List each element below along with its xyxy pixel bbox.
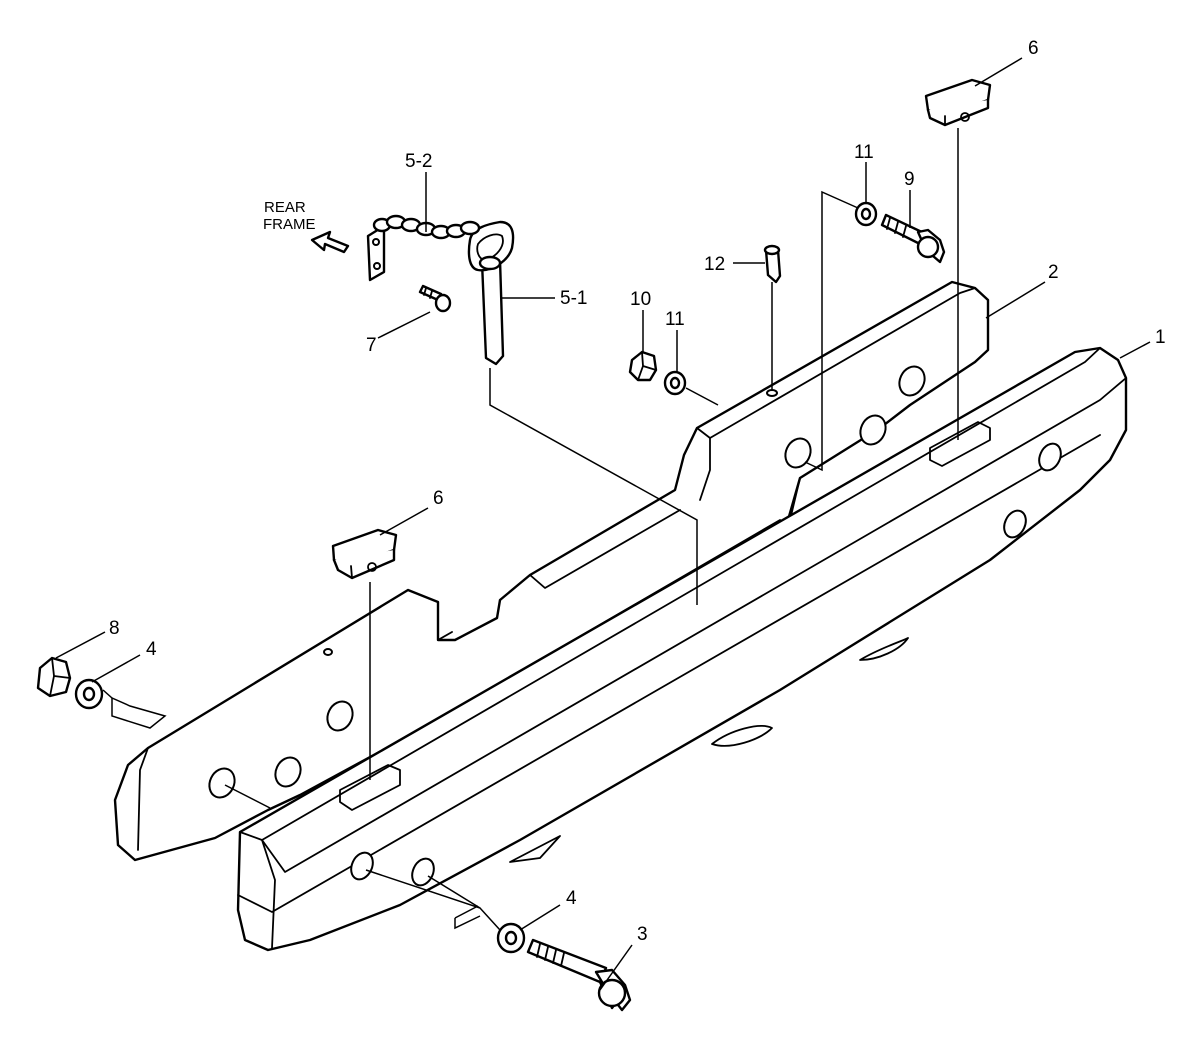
callout-5-2: 5-2 xyxy=(405,151,432,172)
callout-9: 9 xyxy=(904,169,915,190)
part-5-1-lock-pin xyxy=(467,220,515,366)
part-1-counterweight xyxy=(236,346,1128,952)
part-6-plug-mid xyxy=(331,528,398,580)
callout-12: 12 xyxy=(704,254,725,275)
callout-8: 8 xyxy=(109,618,120,639)
callout-1: 1 xyxy=(1155,327,1166,348)
callout-4-left: 4 xyxy=(146,639,157,660)
callout-5-1: 5-1 xyxy=(560,288,587,309)
callout-3: 3 xyxy=(637,924,648,945)
part-4-washer-front xyxy=(496,922,526,954)
part-11-washer-upper xyxy=(854,201,878,227)
rear-frame-note-line2: FRAME xyxy=(263,216,316,233)
part-11-washer-lower xyxy=(663,370,687,396)
callout-7: 7 xyxy=(366,335,377,356)
rear-frame-note-line1: REAR xyxy=(264,199,306,216)
part-8-nut xyxy=(36,656,72,698)
part-7-screw xyxy=(418,284,452,313)
part-4-washer-left xyxy=(74,678,104,710)
part-12-pin xyxy=(763,244,782,284)
callout-6-mid: 6 xyxy=(433,488,444,509)
part-9-bolt xyxy=(880,213,946,264)
rear-frame-arrow-icon xyxy=(310,230,350,254)
part-6-plug-top xyxy=(924,78,992,127)
callout-6-top: 6 xyxy=(1028,38,1039,59)
callout-11-lower: 11 xyxy=(665,309,685,330)
part-2-bracket xyxy=(113,280,990,862)
callout-11-upper: 11 xyxy=(854,142,874,163)
part-3-bolt xyxy=(526,938,632,1012)
part-10-nut xyxy=(628,350,658,382)
assembly-lines xyxy=(55,57,1151,991)
callout-4-front: 4 xyxy=(566,888,577,909)
callout-10: 10 xyxy=(630,289,651,310)
part-5-2-chain xyxy=(366,214,481,282)
callout-2: 2 xyxy=(1048,262,1059,283)
